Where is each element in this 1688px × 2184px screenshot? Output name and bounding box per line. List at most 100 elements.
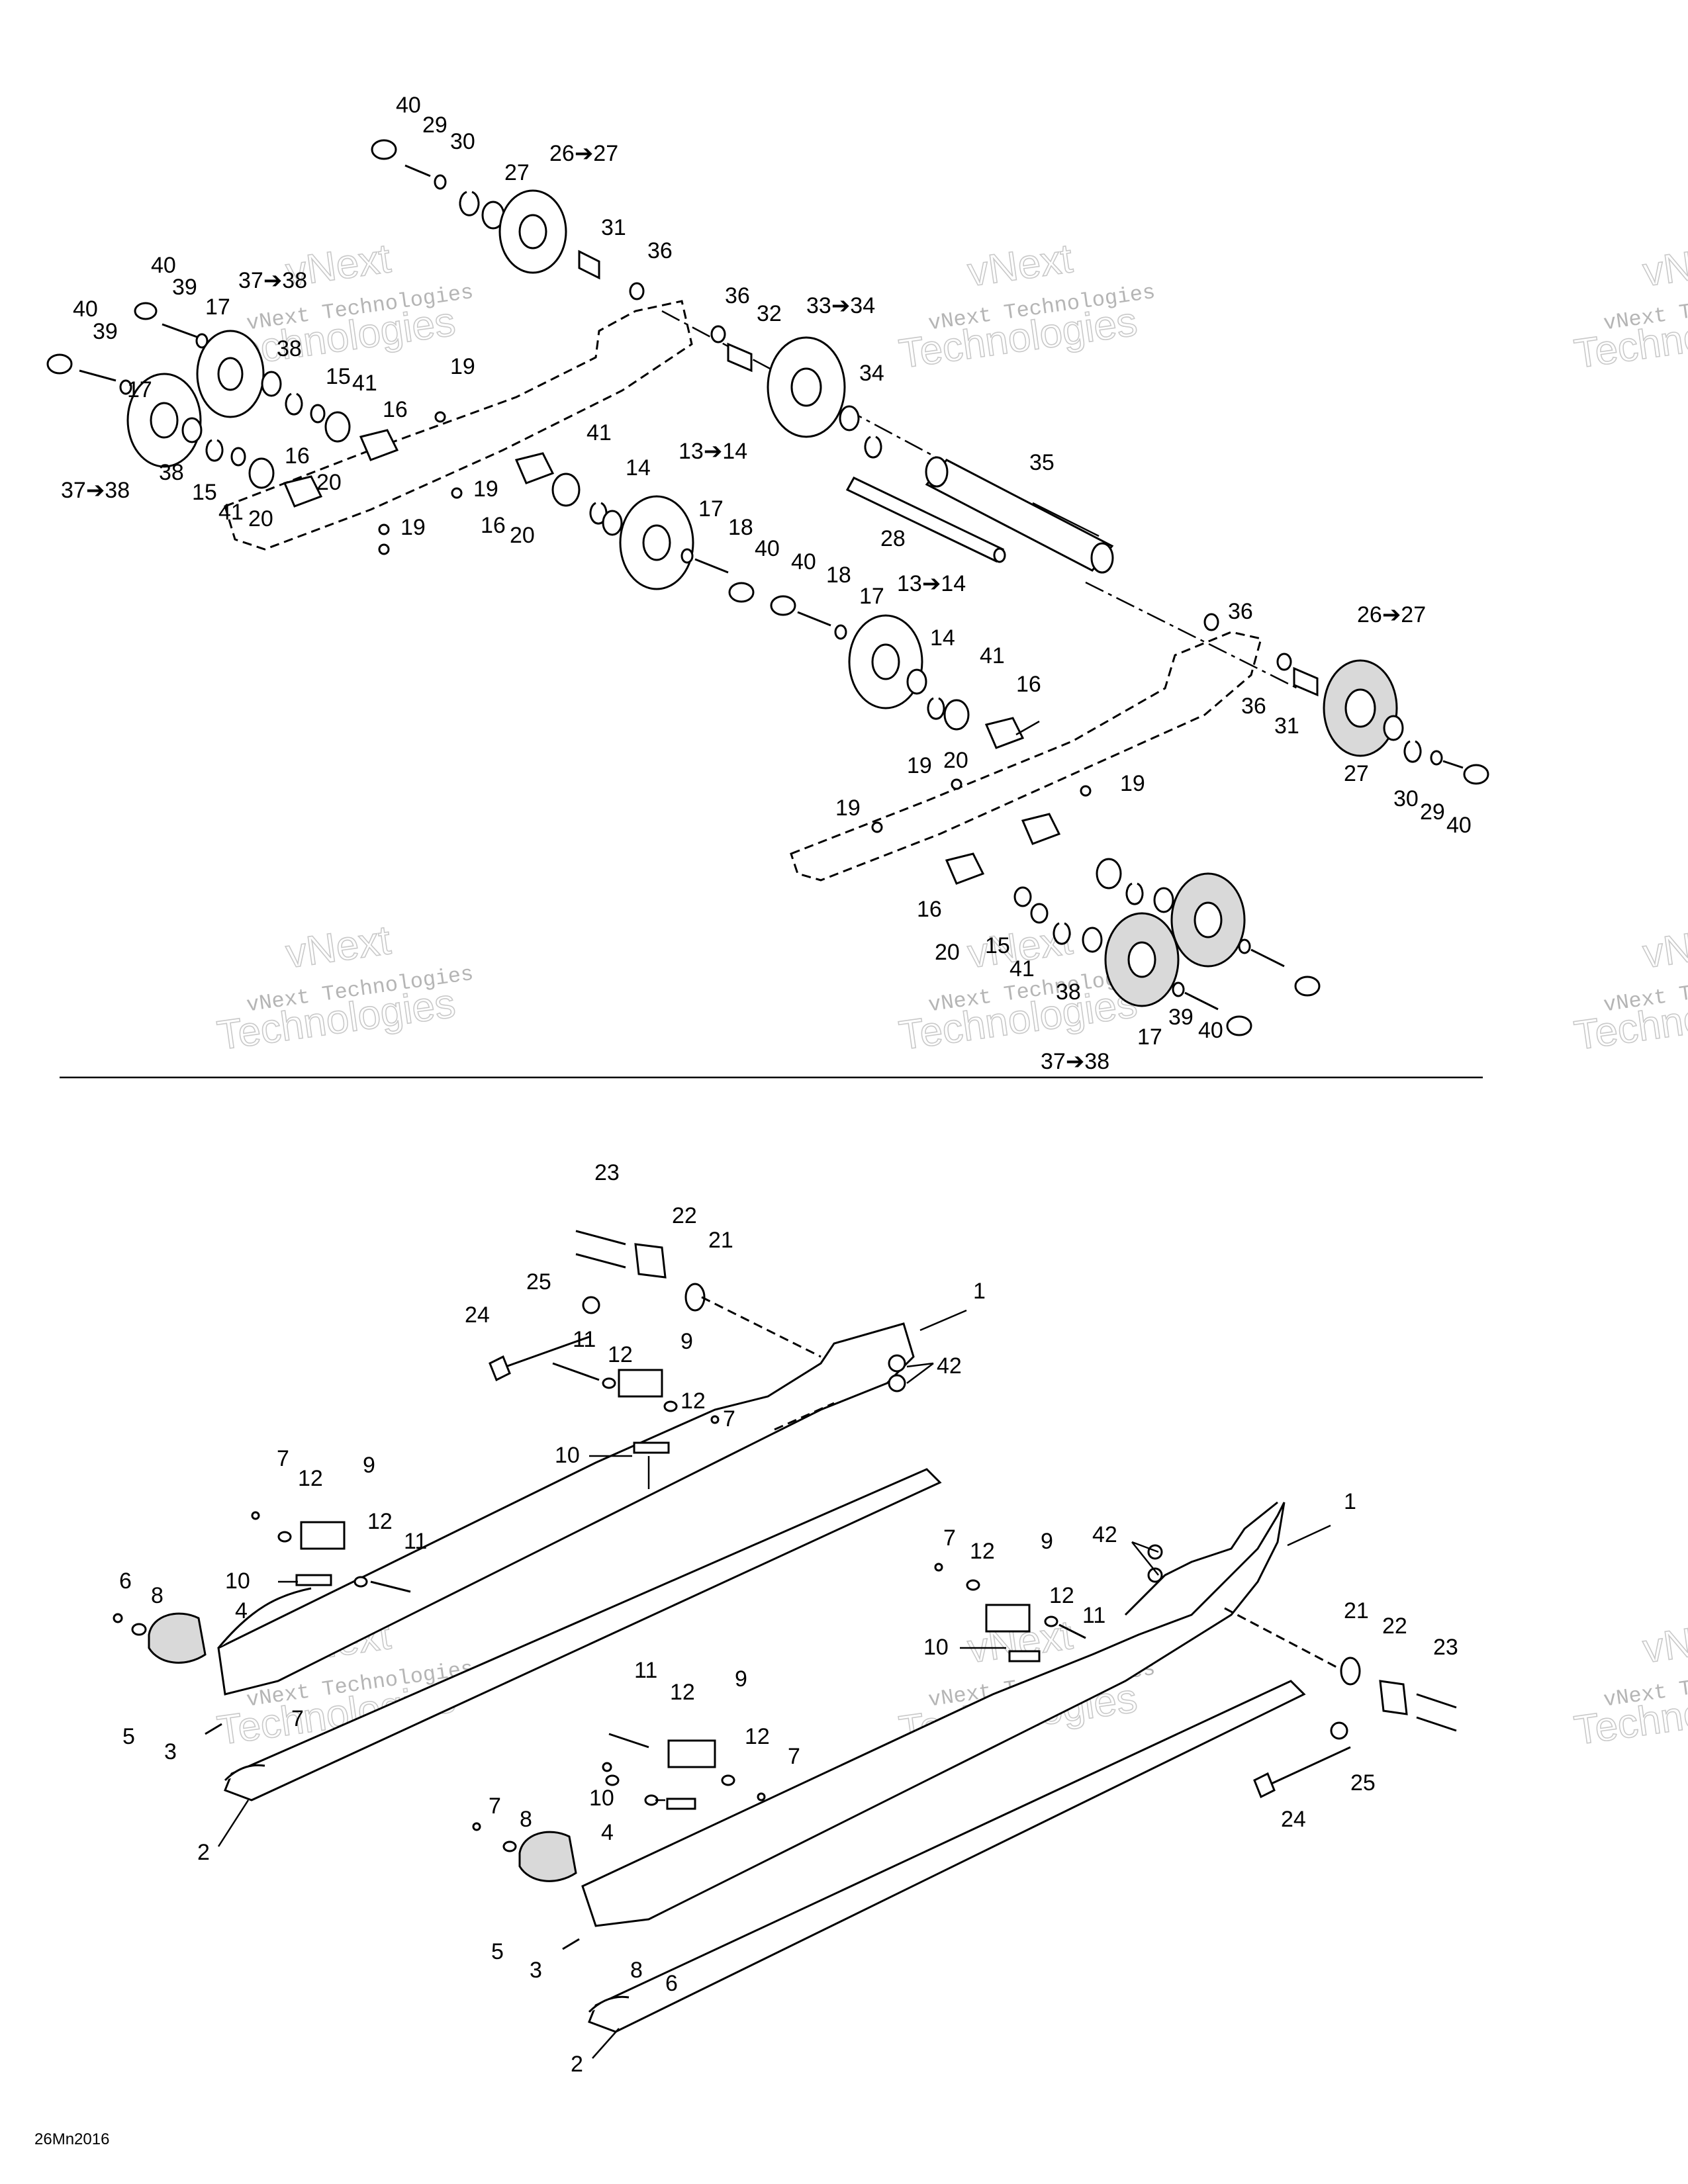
washer: [310, 404, 326, 424]
lower-assembly: [113, 1230, 1457, 2033]
bearing: [602, 510, 623, 536]
bearing: [1383, 715, 1404, 741]
bolt: [79, 369, 117, 382]
callout-38: 38: [277, 336, 302, 361]
callout-22: 22: [1382, 1614, 1407, 1639]
cap: [1226, 1015, 1252, 1036]
spacer-ring: [1096, 858, 1122, 889]
callout-17: 17: [859, 584, 884, 609]
callout-14: 14: [626, 455, 651, 480]
callout-31: 31: [601, 215, 626, 240]
nut: [951, 778, 962, 790]
callout-40: 40: [791, 549, 816, 574]
bolt: [608, 1733, 649, 1749]
bolt: [552, 1362, 600, 1381]
callout-10: 10: [923, 1635, 949, 1660]
callout-12: 12: [680, 1388, 706, 1414]
callout-17: 17: [1137, 1024, 1162, 1050]
callout-9: 9: [1041, 1529, 1053, 1554]
bolt: [1416, 1693, 1457, 1709]
callout-42: 42: [937, 1353, 962, 1379]
washer: [1172, 981, 1185, 997]
slider-left: [224, 1468, 942, 1801]
bearing: [261, 371, 282, 397]
washer: [353, 1576, 368, 1588]
bolt: [1442, 760, 1464, 769]
washer: [502, 1841, 517, 1852]
assembly-line: [1224, 1607, 1351, 1676]
callout-30: 30: [450, 129, 475, 154]
callout-27: 27: [1344, 761, 1369, 786]
washer: [1238, 938, 1251, 954]
rail-front-curve: [217, 1587, 312, 1649]
callout-3: 3: [164, 1739, 177, 1764]
leader-lines: [217, 502, 1331, 2059]
callout-16: 16: [917, 897, 942, 922]
cap: [46, 353, 73, 375]
center-wheel-hub: [871, 643, 900, 680]
callout-28: 28: [880, 526, 906, 551]
rail-left: [217, 1322, 915, 1696]
callout-15: 15: [326, 364, 351, 389]
watermark-group: vNext vNext Technologies Technologies vN…: [214, 235, 1688, 1754]
washer: [710, 325, 726, 343]
cap: [1463, 764, 1489, 785]
plate: [684, 1283, 706, 1312]
callout-19: 19: [835, 796, 861, 821]
watermark: vNext vNext Technologies Technologies: [1571, 235, 1688, 378]
nut: [1147, 1567, 1163, 1583]
callout-9: 9: [363, 1453, 375, 1478]
callout-41: 41: [586, 420, 612, 445]
washer: [605, 1774, 620, 1786]
callout-5: 5: [122, 1724, 135, 1749]
callout-24: 24: [465, 1302, 490, 1328]
nut: [451, 487, 463, 499]
outer-wheel-hub: [150, 402, 179, 439]
axle-block: [514, 452, 555, 484]
nut: [888, 1354, 906, 1373]
callout-17: 17: [205, 295, 230, 320]
bolt: [370, 1580, 411, 1593]
washer: [195, 333, 209, 349]
callout-16: 16: [285, 443, 310, 469]
slider-tip: [588, 1995, 630, 2013]
left-suspension-rail: [224, 300, 693, 551]
screw: [562, 1938, 580, 1950]
washer: [434, 174, 447, 190]
washer: [602, 1377, 616, 1389]
watermark: vNext vNext Technologies Technologies: [1571, 1612, 1688, 1754]
washer: [1203, 613, 1219, 631]
callout-24: 24: [1281, 1807, 1306, 1832]
nut: [582, 1296, 600, 1314]
washer: [1276, 653, 1292, 671]
washer: [629, 282, 645, 300]
callout-7: 7: [277, 1446, 289, 1471]
callout-11: 11: [573, 1327, 596, 1352]
callout-37to38: 37➔38: [1041, 1049, 1109, 1074]
callout-2: 2: [197, 1840, 210, 1865]
callout-41: 41: [218, 500, 244, 525]
circlip: [1403, 740, 1422, 763]
upper-assembly: [46, 139, 1489, 1036]
nut: [888, 1374, 906, 1392]
callout-40: 40: [151, 253, 176, 278]
circlip: [864, 435, 882, 459]
callout-18: 18: [826, 563, 851, 588]
bracket: [1379, 1680, 1408, 1715]
nut: [378, 523, 390, 535]
callout-3: 3: [530, 1958, 542, 1983]
callout-8: 8: [520, 1807, 532, 1832]
bolt: [1184, 991, 1219, 1011]
callout-26to27: 26➔27: [549, 141, 618, 166]
watermark-logo-text: vNext: [1640, 236, 1688, 295]
cap: [1294, 976, 1321, 997]
callout-labels: 40 29 30 27 26➔27 31 36 36 32 33➔34 34 3…: [61, 93, 1472, 2077]
callout-34: 34: [859, 361, 884, 386]
spacer: [727, 342, 753, 373]
callout-12: 12: [1049, 1583, 1074, 1608]
wear-pad: [666, 1797, 696, 1810]
circlip: [927, 697, 945, 720]
callout-21: 21: [1344, 1598, 1369, 1623]
callout-32: 32: [757, 301, 782, 326]
